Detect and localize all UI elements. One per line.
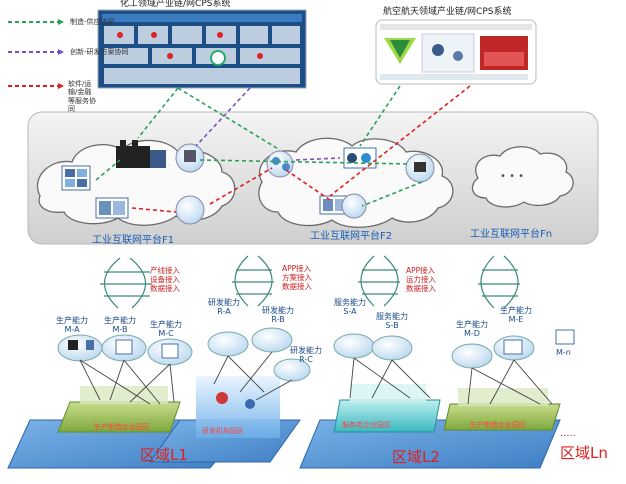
capability-mn-label: M-n: [556, 348, 571, 357]
capability-md-label: 生产能力 M-D: [456, 320, 488, 339]
link-r-label: APP接入 方案接入 数据接入: [282, 264, 312, 291]
platform-fn-label: 工业互联网平台Fn: [470, 229, 553, 240]
platform-f1-label: 工业互联网平台F1: [92, 235, 175, 246]
zone-production-1: [57, 386, 181, 433]
legend: [8, 19, 64, 89]
capability-mc-label: 生产能力 M-C: [150, 320, 182, 339]
region-l2-label: 区域L2: [392, 448, 440, 466]
capability-rb-label: 研发能力 R-B: [262, 306, 294, 325]
link-ellipses: [100, 255, 520, 309]
link-s: [358, 255, 400, 307]
collab-arrows: [95, 85, 471, 213]
aero-system-title: 航空航天领域产业链/网CPS系统: [383, 7, 512, 17]
link-l1: [100, 257, 152, 309]
zone-prod1-label: 生产制造企业园区: [94, 423, 150, 431]
legend-label-service: 软件/运输/金融等服务协同: [68, 80, 96, 114]
capability-me-label: 生产能力 M-E: [500, 306, 532, 325]
aero-cps-screen: [375, 19, 537, 85]
link-r: [232, 255, 274, 307]
zone-prod2-label: 生产制造企业园区: [470, 421, 526, 429]
link-s-label: APP接入 运力接入 数据接入: [406, 266, 436, 293]
capability-sa-label: 服务能力 S-A: [334, 298, 366, 317]
zone-production-2: [443, 388, 561, 431]
cloud-fn: [471, 146, 574, 208]
legend-arrow-supply: [58, 19, 64, 25]
capability-bubbles: [57, 327, 575, 382]
capability-sb-label: 服务能力 S-B: [376, 312, 408, 331]
capability-mb-label: 生产能力 M-B: [104, 316, 136, 335]
legend-label-rd: 创新-研发方案协同: [70, 48, 129, 56]
zone-svc-label: 服务类企业园区: [342, 421, 391, 429]
platform-ellipsis: • • •: [500, 171, 525, 182]
zone-rd-label: 研发机构园区: [202, 427, 244, 435]
cloud-f1-icons: [61, 140, 205, 225]
legend-label-supply: 制造-供应协同: [70, 18, 115, 26]
link-fn: [478, 255, 520, 309]
capability-ma-label: 生产能力 M-A: [56, 316, 88, 335]
capability-rc-label: 研发能力 R-C: [290, 346, 322, 365]
chem-screen-header: [102, 14, 302, 22]
region-l1-label: 区域L1: [140, 446, 188, 464]
platform-f2-label: 工业互联网平台F2: [310, 231, 393, 242]
region-ln-label: 区域Ln: [560, 444, 608, 462]
chem-cps-screen: [97, 9, 307, 89]
capability-links: [79, 351, 553, 405]
zone-rd: [196, 376, 280, 438]
region-dots: ·····: [560, 431, 576, 442]
legend-arrow-rd: [58, 49, 64, 55]
cloud-f2: [258, 137, 454, 228]
legend-arrow-service: [58, 83, 64, 89]
link-l1-label: 产线接入 设备接入 数据接入: [150, 266, 180, 293]
zone-service: [333, 384, 441, 433]
capability-ra-label: 研发能力 R-A: [208, 298, 240, 317]
chem-system-title: 化工领域产业链/网CPS系统: [120, 0, 231, 9]
